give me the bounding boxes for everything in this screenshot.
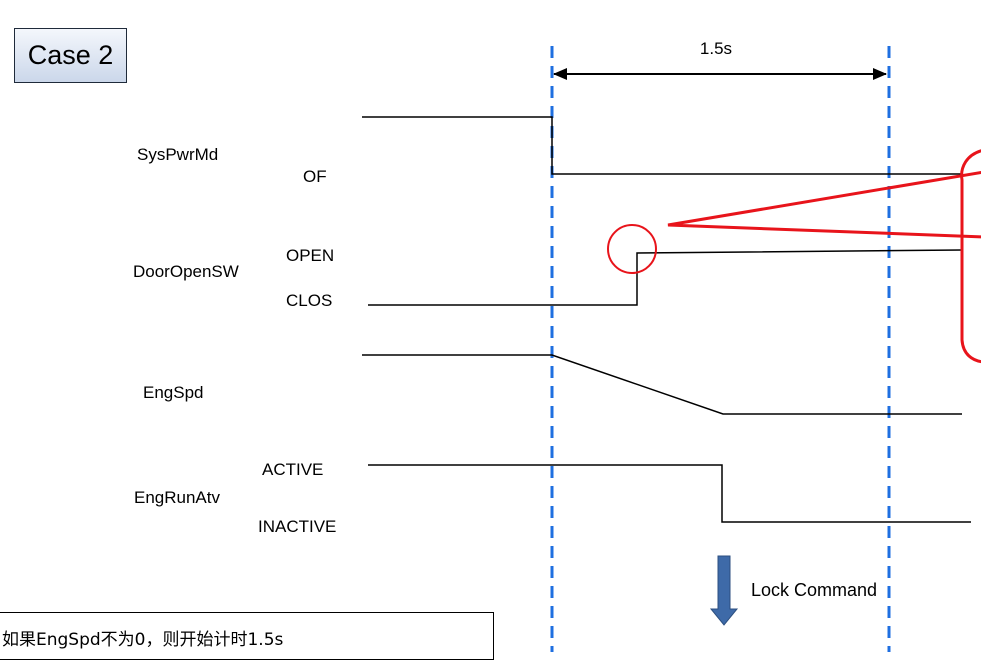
signal-name-syspwrmd: SysPwrMd — [137, 145, 218, 164]
signal-name-engspd: EngSpd — [143, 383, 204, 402]
state-label-inactive: INACTIVE — [258, 517, 336, 536]
door-edge-highlight-circle — [607, 224, 657, 274]
engspd-waveform — [362, 354, 962, 415]
dooropensw-waveform — [368, 249, 963, 306]
signal-name-engrunatv: EngRunAtv — [134, 488, 220, 507]
lock-command-arrow-icon — [709, 555, 739, 626]
state-label-clos: CLOS — [286, 291, 332, 310]
duration-label: 1.5s — [700, 39, 732, 58]
signal-name-dooropensw: DoorOpenSW — [133, 262, 239, 281]
state-label-of: OF — [303, 167, 327, 186]
case-title-box: Case 2 — [14, 28, 127, 83]
state-label-open: OPEN — [286, 246, 334, 265]
lock-command-label: Lock Command — [751, 580, 877, 600]
case-title: Case 2 — [27, 40, 114, 70]
callout-wedge — [667, 170, 981, 239]
syspwrmd-waveform — [362, 116, 962, 175]
callout-bracket — [960, 149, 981, 364]
state-label-active: ACTIVE — [262, 460, 323, 479]
engrunatv-waveform — [368, 464, 971, 523]
note-text: 如果EngSpd不为0，则开始计时1.5s — [2, 630, 284, 650]
note-box: 如果EngSpd不为0，则开始计时1.5s — [0, 612, 494, 660]
